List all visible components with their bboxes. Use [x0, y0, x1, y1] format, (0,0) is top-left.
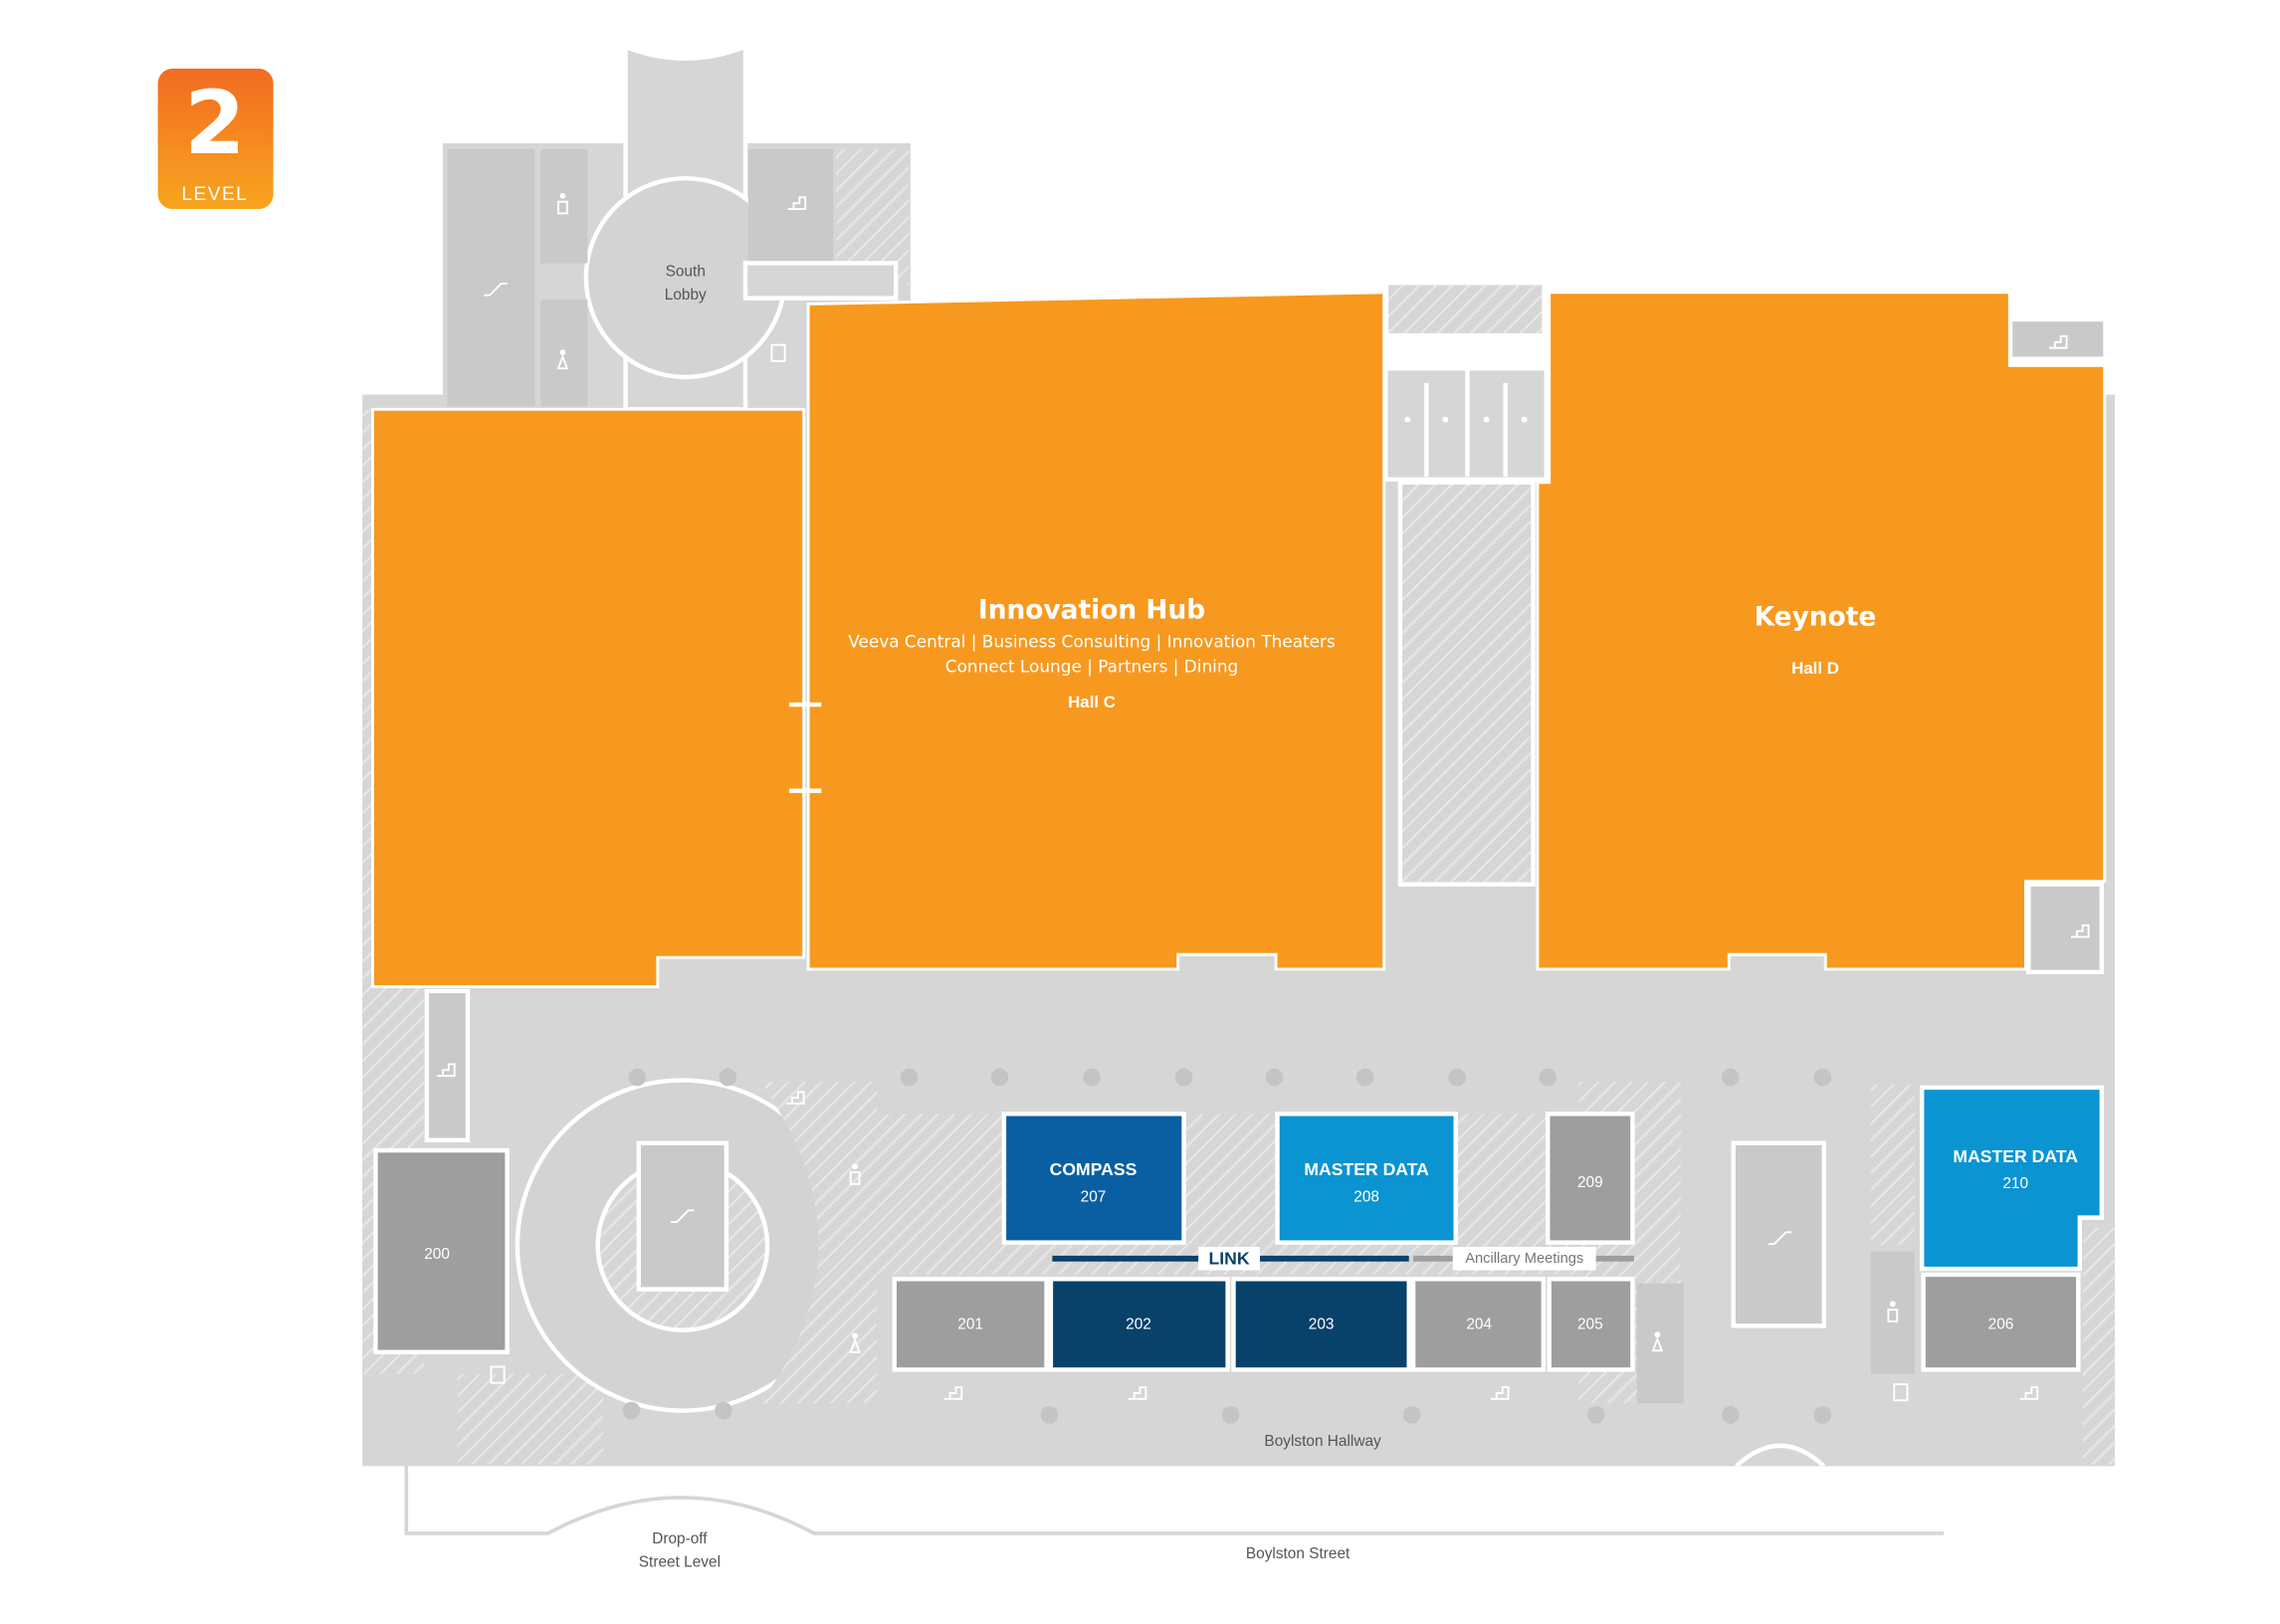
- street-outline: [404, 1443, 1945, 1535]
- link-label: LINK: [1209, 1249, 1250, 1269]
- room-201-label: 201: [957, 1316, 983, 1332]
- room-207-number: 207: [1081, 1188, 1107, 1205]
- room-205[interactable]: 205: [1547, 1277, 1635, 1372]
- room-204[interactable]: 204: [1410, 1277, 1547, 1372]
- stairs-icon: [2019, 1386, 2039, 1400]
- innovation-hub-line1: Veeva Central | Business Consulting | In…: [848, 632, 1336, 652]
- ancillary-meetings-label: Ancillary Meetings: [1465, 1251, 1583, 1267]
- stairs-icon: [437, 1063, 456, 1078]
- room-206[interactable]: 206: [1921, 1272, 2081, 1372]
- ancillary-meetings-line: Ancillary Meetings: [1413, 1247, 1634, 1271]
- stairs-icon: [786, 1091, 805, 1106]
- escalator-icon: [484, 283, 508, 297]
- stairs-icon: [943, 1386, 963, 1400]
- south-lobby-label-2: Lobby: [665, 287, 707, 304]
- elevator-icon: [1893, 1383, 1909, 1402]
- escalator-icon: [671, 1209, 695, 1223]
- room-201[interactable]: 201: [892, 1277, 1049, 1372]
- room-203[interactable]: 203: [1231, 1277, 1411, 1372]
- room-208-master-data[interactable]: MASTER DATA 208: [1275, 1112, 1458, 1245]
- stairs-icon: [2070, 923, 2090, 938]
- room-200-label: 200: [424, 1246, 450, 1263]
- restroom-icon-row: [1404, 416, 1528, 423]
- escalator-icon: [1767, 1231, 1792, 1246]
- elevator-icon: [770, 343, 786, 362]
- level-badge: 2 LEVEL: [157, 69, 274, 210]
- mens-restroom-icon: [1887, 1301, 1899, 1322]
- innovation-hub-line2: Connect Lounge | Partners | Dining: [945, 657, 1238, 677]
- room-207-compass[interactable]: COMPASS 207: [1001, 1112, 1186, 1245]
- link-line: LINK: [1052, 1247, 1409, 1271]
- room-200[interactable]: 200: [373, 1147, 510, 1354]
- stairs-icon: [1128, 1386, 1147, 1400]
- level-number: 2: [184, 72, 245, 174]
- room-210-name: MASTER DATA: [1953, 1146, 2078, 1166]
- womens-restroom-icon: [849, 1332, 861, 1353]
- room-209-label: 209: [1577, 1174, 1603, 1191]
- stairs-icon: [787, 196, 807, 211]
- mens-restroom-icon: [557, 192, 568, 215]
- womens-restroom-icon: [556, 349, 569, 370]
- room-209[interactable]: 209: [1546, 1112, 1635, 1245]
- room-204-label: 204: [1466, 1316, 1492, 1332]
- keynote-title: Keynote: [1755, 602, 1877, 633]
- stairs-icon: [2048, 334, 2068, 349]
- hall-c-innovation-hub: Innovation Hub Veeva Central | Business …: [789, 291, 1386, 971]
- room-208-number: 208: [1353, 1188, 1379, 1205]
- boylston-hallway-label: Boylston Hallway: [1264, 1433, 1381, 1450]
- elevator-icon: [490, 1365, 506, 1384]
- room-206-label: 206: [1988, 1316, 2014, 1332]
- hall-c-label: Hall C: [1068, 693, 1116, 711]
- boylston-street-label: Boylston Street: [1246, 1545, 1350, 1562]
- hall-d-label: Hall D: [1791, 659, 1839, 678]
- room-208-name: MASTER DATA: [1304, 1159, 1429, 1179]
- innovation-hub-title: Innovation Hub: [978, 594, 1205, 625]
- room-202-label: 202: [1126, 1316, 1151, 1332]
- rotunda: [515, 1078, 878, 1413]
- level-label: LEVEL: [182, 184, 249, 205]
- dropoff-label-2: Street Level: [639, 1554, 721, 1571]
- room-210-master-data[interactable]: MASTER DATA 210: [1919, 1085, 2105, 1272]
- room-205-label: 205: [1577, 1316, 1603, 1332]
- columns: [622, 1068, 1832, 1424]
- hall-d-keynote: Keynote Hall D: [1536, 291, 2107, 971]
- room-207-name: COMPASS: [1050, 1159, 1138, 1179]
- left-hall: [371, 407, 806, 989]
- mens-restroom-icon: [849, 1163, 861, 1185]
- room-210-number: 210: [2002, 1175, 2028, 1192]
- south-lobby-label-1: South: [666, 264, 706, 281]
- dropoff-label-1: Drop-off: [652, 1530, 708, 1547]
- room-202[interactable]: 202: [1048, 1277, 1230, 1372]
- womens-restroom-icon: [1651, 1331, 1664, 1352]
- room-203-label: 203: [1309, 1316, 1335, 1332]
- stairs-icon: [1490, 1386, 1510, 1400]
